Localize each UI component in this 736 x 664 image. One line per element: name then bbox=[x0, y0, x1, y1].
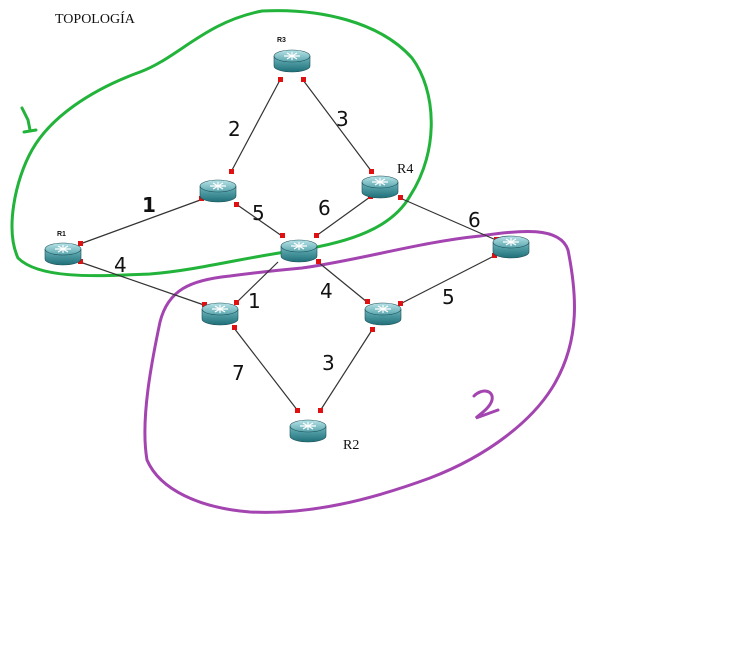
port-marker bbox=[492, 253, 497, 258]
port-marker bbox=[232, 325, 237, 330]
area-2-label-mark bbox=[472, 389, 500, 420]
link-r6-r7 bbox=[235, 261, 279, 304]
port-marker bbox=[398, 195, 403, 200]
port-marker bbox=[314, 233, 319, 238]
port-marker bbox=[234, 300, 239, 305]
link-r6-r4 bbox=[315, 196, 371, 237]
router-r3-label: R3 bbox=[277, 37, 286, 44]
router-r8[interactable] bbox=[364, 302, 402, 326]
port-marker bbox=[369, 169, 374, 174]
port-marker bbox=[280, 233, 285, 238]
router-r5[interactable] bbox=[199, 179, 237, 203]
cost-r7-r2: 7 bbox=[232, 361, 245, 385]
link-r4-r9 bbox=[399, 197, 497, 241]
port-marker bbox=[78, 241, 83, 246]
port-marker bbox=[278, 77, 283, 82]
port-marker bbox=[370, 327, 375, 332]
link-r8-r9 bbox=[399, 255, 495, 305]
cost-r3-r4: 3 bbox=[336, 107, 349, 131]
cost-r1-r7: 4 bbox=[114, 253, 127, 277]
cost-r6-r7: 1 bbox=[248, 289, 261, 313]
link-r7-r2 bbox=[233, 327, 299, 412]
router-r1-label: R1 bbox=[57, 231, 66, 238]
area-1-outline bbox=[10, 9, 433, 278]
port-marker bbox=[301, 77, 306, 82]
link-r1-r5 bbox=[79, 198, 204, 245]
port-marker bbox=[316, 259, 321, 264]
router-r7[interactable] bbox=[201, 302, 239, 326]
link-r5-r3 bbox=[230, 79, 281, 173]
cost-r1-r5: 1 bbox=[142, 193, 156, 217]
port-marker bbox=[229, 169, 234, 174]
router-r2[interactable] bbox=[289, 419, 327, 443]
port-marker bbox=[78, 259, 83, 264]
router-r2-label: R2 bbox=[343, 438, 359, 453]
link-r6-r8 bbox=[317, 261, 368, 303]
link-r8-r2 bbox=[319, 329, 373, 412]
router-r4-label: R4 bbox=[397, 162, 413, 177]
cost-r6-r4: 6 bbox=[318, 196, 331, 220]
page-title: TOPOLOGÍA bbox=[55, 10, 136, 27]
cost-r8-r2: 3 bbox=[322, 351, 335, 375]
cost-r5-r6: 5 bbox=[252, 201, 265, 225]
link-r5-r6 bbox=[235, 203, 283, 237]
port-marker bbox=[398, 301, 403, 306]
link-r1-r7 bbox=[79, 261, 205, 306]
port-marker bbox=[318, 408, 323, 413]
port-marker bbox=[365, 299, 370, 304]
router-r9[interactable] bbox=[492, 235, 530, 259]
port-marker bbox=[234, 202, 239, 207]
router-r6[interactable] bbox=[280, 239, 318, 263]
router-r4[interactable] bbox=[361, 175, 399, 199]
area-2-outline bbox=[143, 229, 576, 514]
area-1-label-mark bbox=[20, 106, 38, 134]
router-r3[interactable] bbox=[273, 49, 311, 73]
cost-r4-r9: 6 bbox=[468, 208, 481, 232]
port-marker bbox=[295, 408, 300, 413]
router-r1[interactable] bbox=[44, 242, 82, 266]
cost-r5-r3: 2 bbox=[228, 117, 241, 141]
port-marker bbox=[202, 302, 207, 307]
cost-r6-r8: 4 bbox=[320, 279, 333, 303]
link-r3-r4 bbox=[302, 79, 373, 173]
cost-r8-r9: 5 bbox=[442, 285, 455, 309]
